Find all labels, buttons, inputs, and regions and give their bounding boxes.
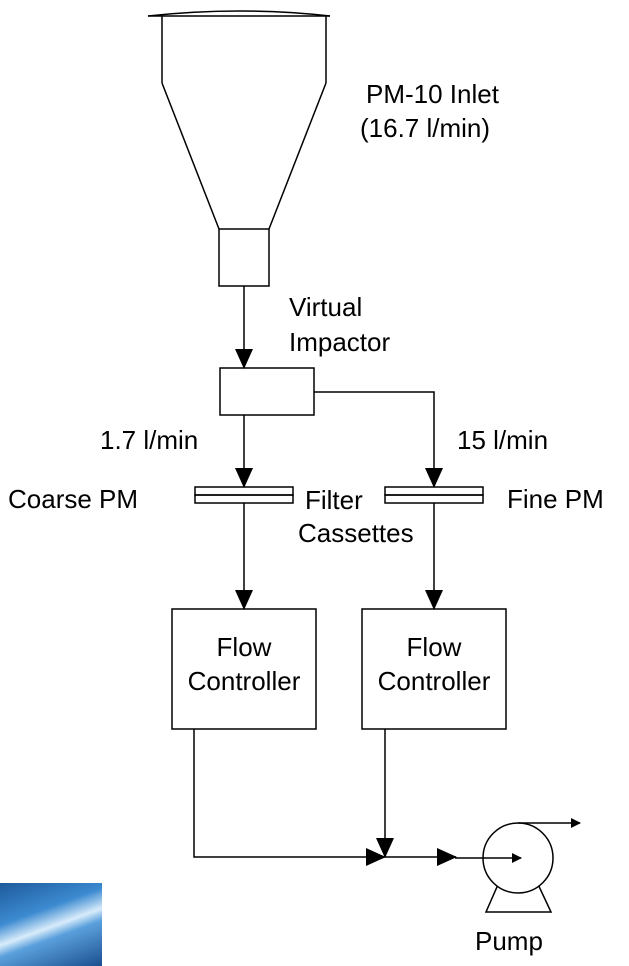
impactor-label-line2: Impactor (289, 327, 391, 357)
fine-flow-rate-label: 15 l/min (457, 425, 549, 455)
filter-label-line2: Cassettes (298, 518, 414, 548)
impactor-label-line1: Virtual (289, 292, 363, 322)
flow-controller-left (171, 608, 317, 730)
corner-thumbnail-image (0, 883, 102, 966)
inlet-label-line2: (16.7 l/min) (360, 113, 491, 143)
fine-flow-arrow (314, 391, 443, 488)
filter-cassette-coarse (194, 486, 294, 504)
filter-cassette-fine (384, 486, 484, 504)
pump-label: Pump (475, 926, 543, 956)
inlet-funnel (147, 10, 331, 287)
left-controller-outlet (193, 729, 386, 866)
flow-controller-left-line2: Controller (187, 666, 301, 696)
virtual-impactor-box (219, 367, 315, 416)
coarse-pm-label: Coarse PM (8, 484, 139, 514)
flow-controller-right-line1: Flow (406, 632, 462, 662)
fine-pm-label: Fine PM (507, 484, 604, 514)
pump-icon (455, 818, 581, 913)
flow-controller-right (361, 608, 507, 730)
coarse-flow-rate-label: 1.7 l/min (100, 425, 199, 455)
flow-controller-right-line2: Controller (377, 666, 491, 696)
filter-label-line1: Filter (305, 485, 363, 515)
flow-controller-left-line1: Flow (216, 632, 272, 662)
inlet-label-line1: PM-10 Inlet (366, 79, 499, 109)
